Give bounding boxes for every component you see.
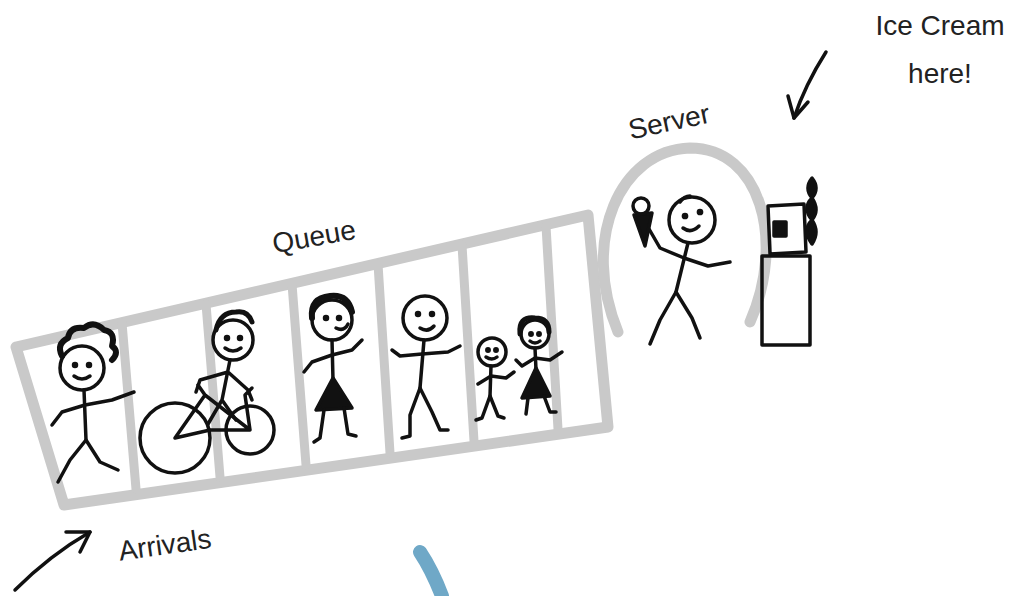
callout-note: Ice Cream here! bbox=[860, 2, 1020, 98]
body bbox=[490, 366, 491, 396]
stick-figure bbox=[304, 296, 362, 442]
queue-divider bbox=[546, 226, 558, 429]
smile bbox=[530, 341, 540, 343]
body bbox=[676, 243, 688, 292]
body bbox=[420, 340, 424, 388]
freezer-base bbox=[762, 256, 810, 345]
body bbox=[332, 340, 333, 380]
ice-cream-scoop bbox=[633, 198, 649, 214]
head bbox=[521, 320, 549, 348]
arrow-head bbox=[66, 532, 90, 552]
smile bbox=[486, 357, 497, 359]
arms bbox=[52, 392, 134, 425]
eye bbox=[495, 349, 497, 351]
queue-divider bbox=[292, 284, 306, 465]
stick-figure bbox=[392, 296, 460, 438]
smile bbox=[74, 376, 90, 379]
stick-figure bbox=[516, 318, 562, 414]
queue-divider bbox=[462, 245, 474, 441]
legs bbox=[650, 292, 700, 344]
body bbox=[84, 390, 86, 440]
eye bbox=[226, 337, 229, 340]
ice-cream-cone bbox=[634, 213, 652, 246]
stick-figure bbox=[140, 312, 274, 473]
queue-divider bbox=[378, 264, 390, 453]
eye bbox=[88, 364, 91, 367]
queue-divider bbox=[122, 323, 136, 489]
skirt bbox=[316, 378, 352, 410]
arrow-shaft bbox=[794, 52, 826, 118]
legs bbox=[476, 396, 504, 420]
arms bbox=[645, 222, 730, 266]
eye bbox=[487, 349, 489, 351]
arrival-arrow bbox=[15, 532, 90, 590]
freezer-window bbox=[774, 222, 786, 236]
dress bbox=[522, 368, 550, 398]
eye bbox=[431, 313, 434, 316]
arrow-shaft bbox=[15, 532, 90, 590]
eye bbox=[338, 317, 341, 320]
stick-figure bbox=[476, 338, 514, 420]
eye bbox=[538, 333, 540, 335]
queue-band: Queue bbox=[10, 205, 620, 515]
smile bbox=[225, 348, 241, 351]
freezer-top bbox=[768, 204, 806, 254]
hair bbox=[216, 312, 252, 330]
node-label: Queue bbox=[268, 206, 359, 268]
head bbox=[213, 320, 253, 360]
hair bbox=[520, 318, 549, 334]
head bbox=[60, 346, 104, 390]
ice-cream-arrow bbox=[788, 52, 826, 118]
marker-stroke bbox=[420, 552, 442, 596]
eye bbox=[239, 337, 242, 340]
outline-stroke bbox=[603, 148, 766, 332]
legs bbox=[314, 408, 356, 442]
head bbox=[669, 197, 715, 243]
ice-cream-stack bbox=[807, 178, 816, 244]
rider bbox=[196, 360, 252, 424]
arms bbox=[478, 372, 514, 384]
hair bbox=[60, 324, 116, 360]
eye bbox=[417, 313, 420, 316]
legs bbox=[526, 396, 556, 414]
server-ring: Server bbox=[600, 100, 780, 350]
arms bbox=[392, 346, 460, 356]
hair bbox=[680, 196, 690, 202]
body bbox=[535, 348, 536, 370]
eye bbox=[325, 317, 328, 320]
arms bbox=[516, 352, 562, 366]
smile bbox=[420, 326, 434, 330]
flow-label: Arrivals bbox=[115, 508, 260, 575]
bike-frame bbox=[175, 385, 252, 438]
hair bbox=[312, 296, 352, 318]
ice-cream-freezer bbox=[762, 178, 816, 345]
smile bbox=[683, 226, 699, 231]
eye bbox=[683, 214, 686, 217]
legs bbox=[402, 388, 448, 438]
arms bbox=[304, 340, 362, 372]
stick-figure bbox=[52, 324, 134, 482]
queue-divider bbox=[206, 304, 220, 477]
arrow-head bbox=[788, 96, 808, 118]
head bbox=[312, 300, 352, 340]
bike-wheel bbox=[226, 406, 274, 454]
server-figure bbox=[633, 196, 730, 344]
smile bbox=[336, 324, 348, 329]
bike-wheel bbox=[140, 403, 210, 473]
eye bbox=[698, 210, 701, 213]
head bbox=[478, 338, 506, 366]
eye bbox=[74, 364, 77, 367]
eye bbox=[530, 333, 532, 335]
head bbox=[403, 296, 447, 340]
legs bbox=[58, 440, 118, 482]
